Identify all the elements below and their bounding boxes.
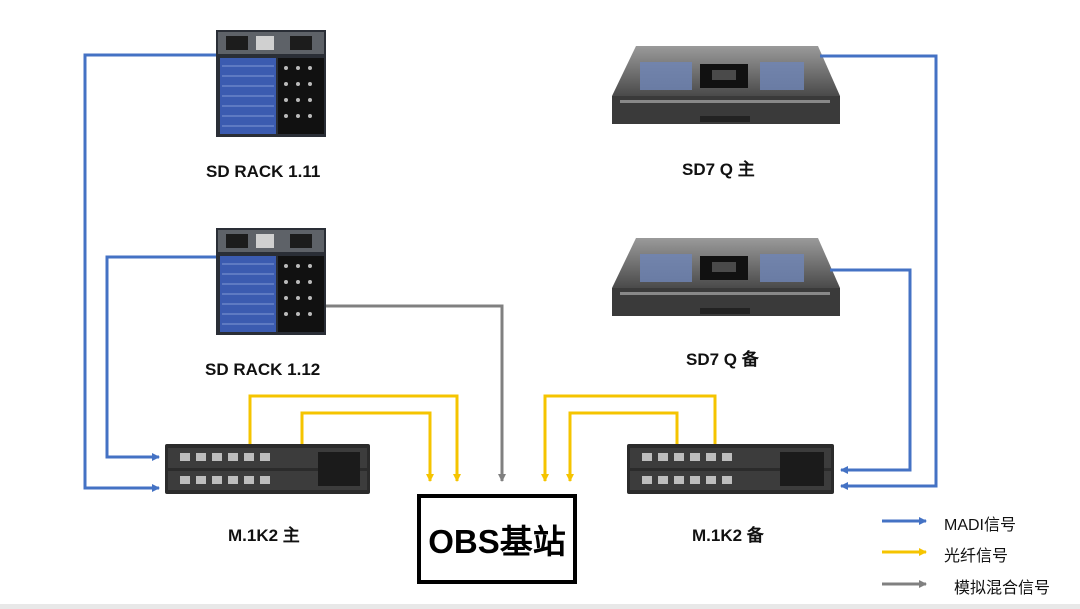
fiber-link-m1k2-backup-a <box>541 394 717 482</box>
legend-analog-label: 模拟混合信号 <box>954 580 1051 597</box>
madi-link-rack111-to-m1k2-main <box>83 53 216 492</box>
sd7-q-main-console <box>612 46 840 124</box>
sd-rack-1-12-device <box>216 228 326 335</box>
madi-links <box>83 53 938 492</box>
obs-base-station-box: OBS基站 <box>417 494 577 584</box>
m1k2-main-device <box>165 444 370 494</box>
fiber-link-m1k2-main-b <box>300 411 434 482</box>
sd7-q-backup-console <box>612 238 840 316</box>
legend-item-madi: MADI信号 <box>934 511 1016 535</box>
label-sd-rack-1-12: SD RACK 1.12 <box>205 360 321 379</box>
fiber-link-m1k2-backup-b <box>566 411 679 482</box>
label-sd-rack-1-11: SD RACK 1.11 <box>206 162 321 181</box>
m1k2-backup-device <box>627 444 834 494</box>
bottom-border <box>0 604 1080 609</box>
madi-link-sd7-main-to-m1k2-backup <box>820 54 938 490</box>
label-sd7-q-backup: SD7 Q 备 <box>686 350 759 369</box>
madi-link-rack112-to-m1k2-main <box>105 255 216 461</box>
label-m1k2-backup: M.1K2 备 <box>692 526 764 545</box>
analog-links <box>326 304 506 482</box>
sd-rack-1-11-device <box>216 30 326 137</box>
legend-madi-label: MADI信号 <box>944 517 1017 534</box>
legend-item-analog: 模拟混合信号 <box>934 574 1050 598</box>
analog-link-rack112-to-obs <box>326 304 506 482</box>
fiber-links <box>248 394 717 482</box>
legend-item-fiber: 光纤信号 <box>934 542 1008 566</box>
legend-fiber-label: 光纤信号 <box>944 548 1009 565</box>
label-m1k2-main: M.1K2 主 <box>228 526 300 545</box>
legend-arrows <box>882 517 927 588</box>
fiber-link-m1k2-main-a <box>248 394 461 482</box>
madi-link-sd7-backup-to-m1k2-backup <box>830 268 912 474</box>
label-sd7-q-main: SD7 Q 主 <box>682 160 755 179</box>
obs-base-station-label: OBS基站 <box>428 523 566 560</box>
